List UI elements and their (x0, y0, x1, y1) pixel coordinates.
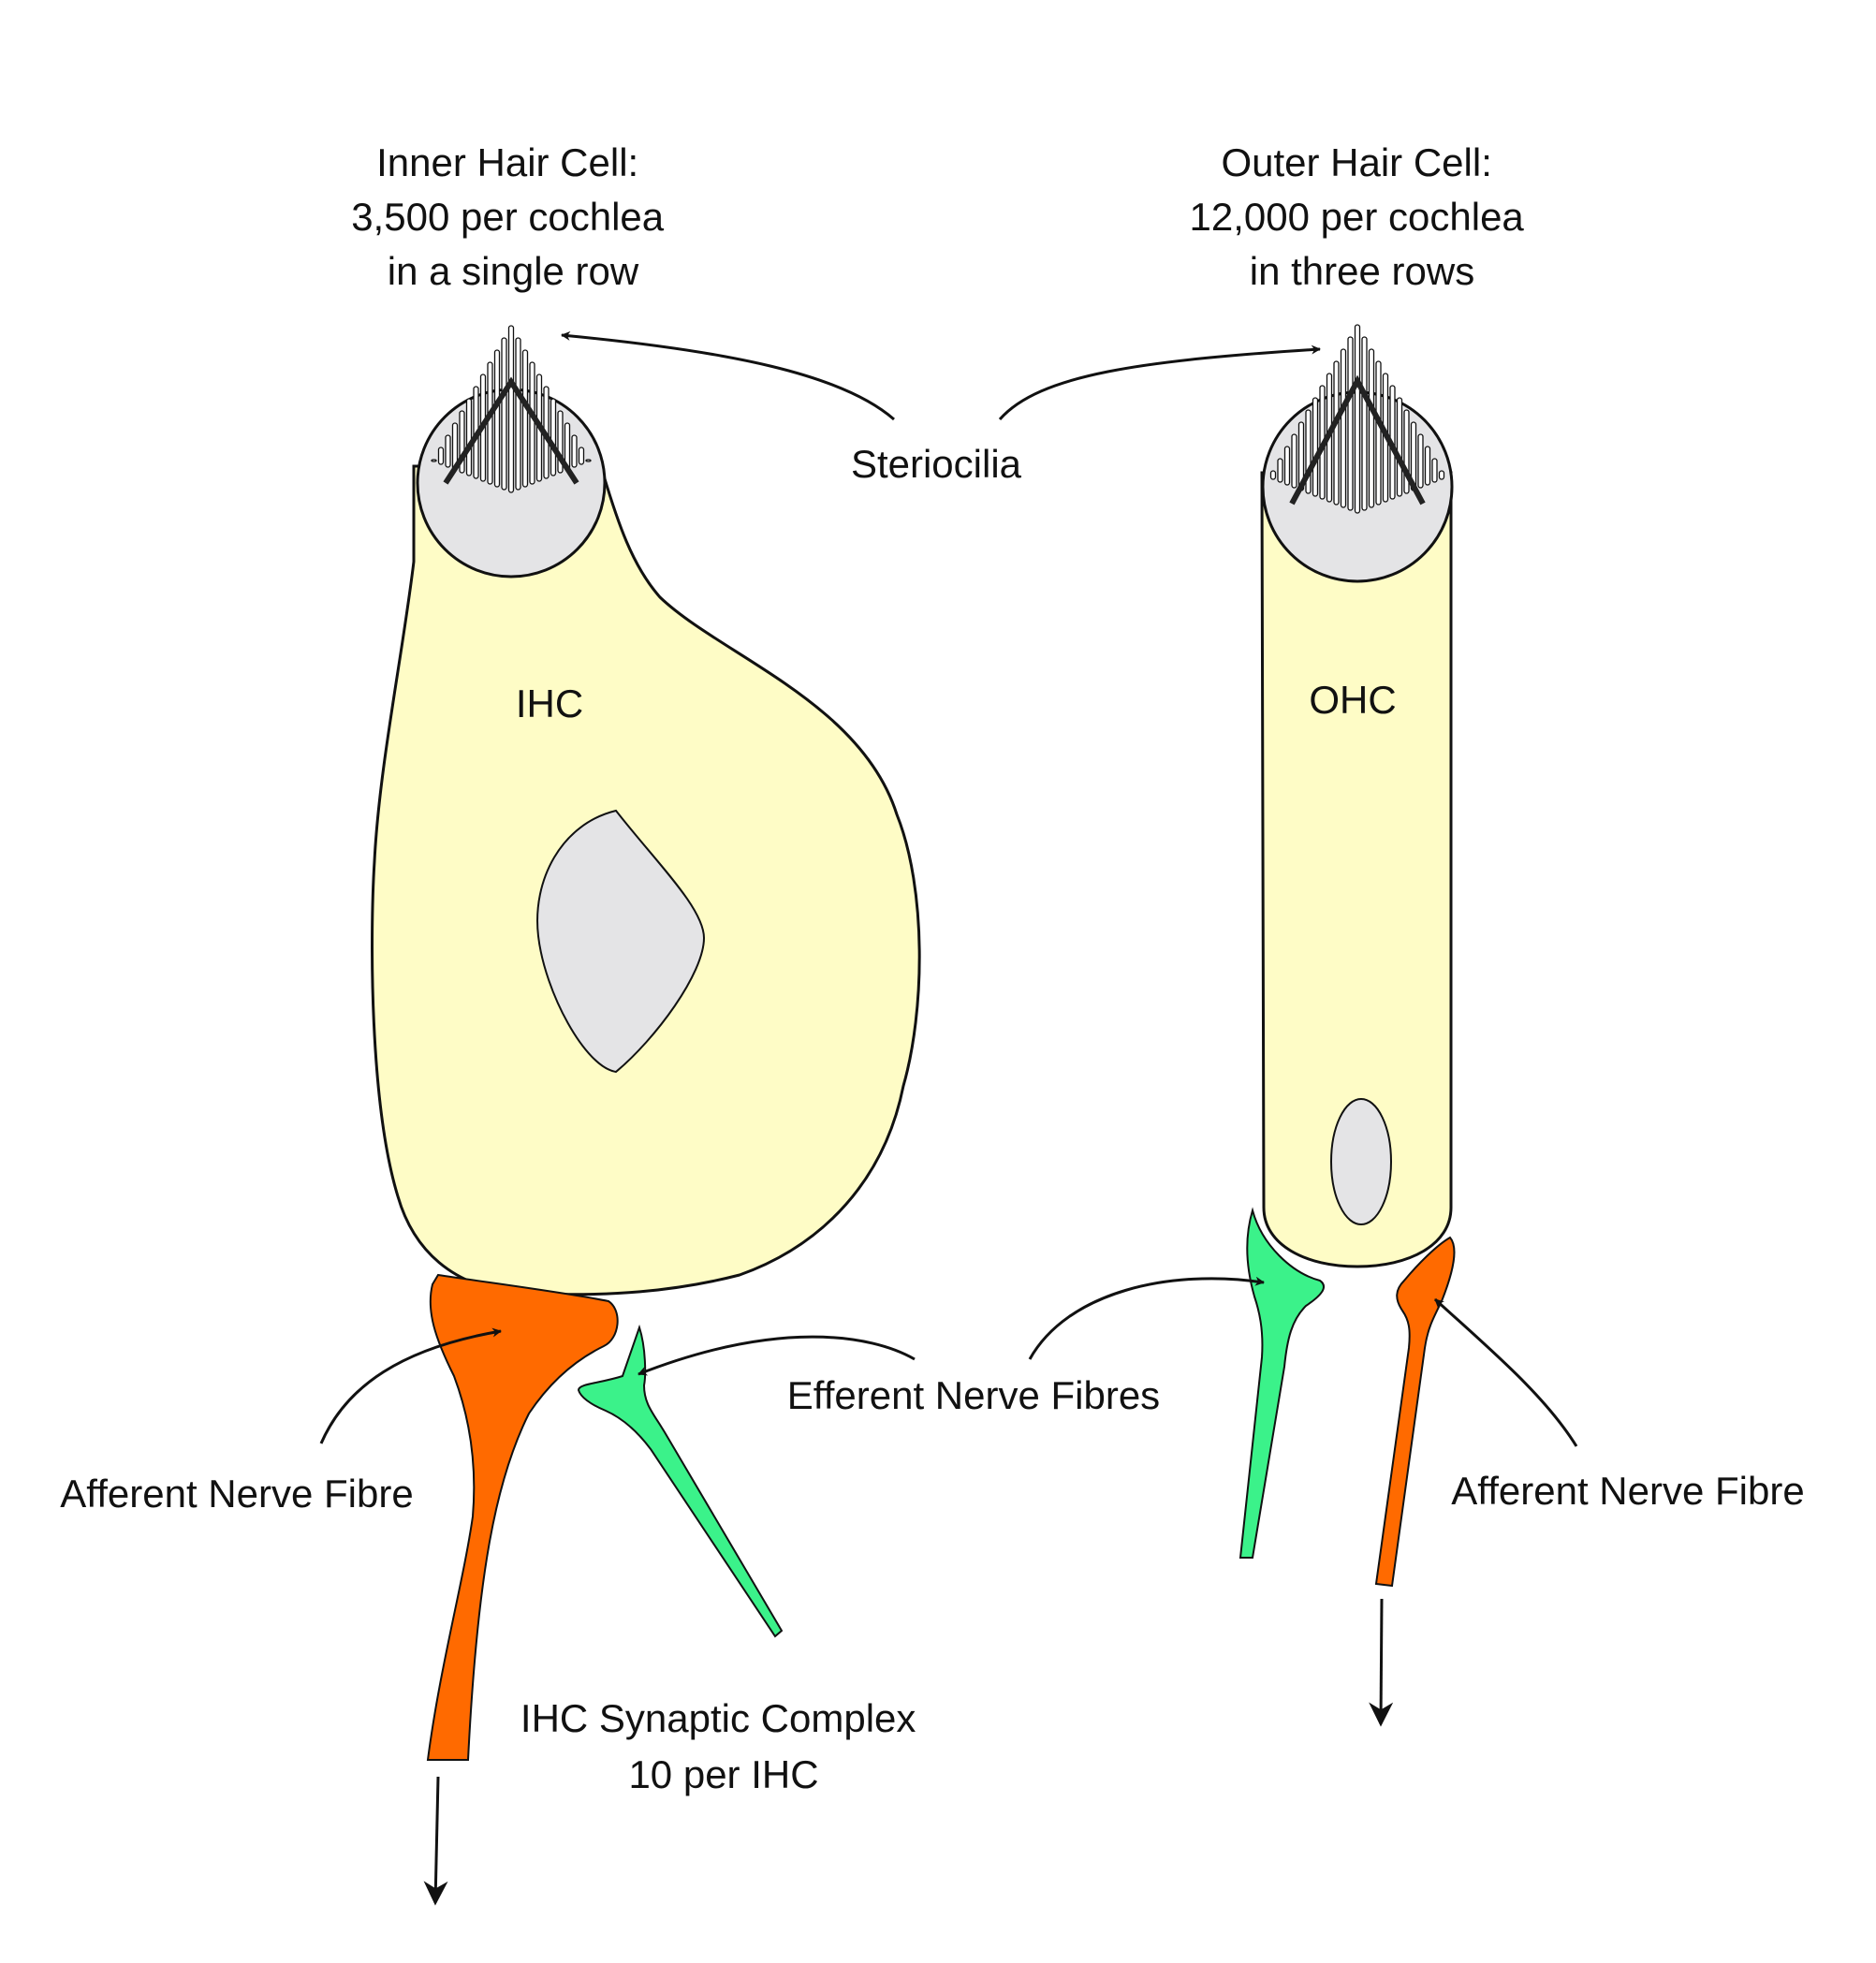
synaptic-label-line-2: 10 per IHC (628, 1752, 818, 1796)
stereocilia-v-line (443, 376, 579, 485)
stereocilium (1291, 433, 1297, 489)
ihc-title-line-2: 3,500 per cochlea (351, 195, 665, 239)
inner-hair-cell (371, 325, 921, 1296)
efferent-label: Efferent Nerve Fibres (787, 1373, 1160, 1417)
stereocilium (1368, 348, 1375, 508)
afferent-arrow-to-ihc (319, 1327, 502, 1444)
steriocilia-arrow-to-ihc (561, 330, 895, 421)
stereocilium (1277, 458, 1283, 483)
ihc-title: Inner Hair Cell: 3,500 per cochlea in a … (351, 140, 675, 293)
stereocilium (1312, 397, 1319, 497)
stereocilium (507, 325, 515, 493)
ohc-title-line-3: in three rows (1250, 249, 1474, 293)
efferent-arrow-to-ihc (638, 1335, 916, 1376)
ohc-title: Outer Hair Cell: 12,000 per cochlea in t… (1190, 140, 1535, 293)
stereocilium (437, 447, 445, 465)
ohc-title-line-2: 12,000 per cochlea (1190, 195, 1525, 239)
stereocilium (493, 349, 501, 488)
stereocilium (431, 459, 437, 462)
stereocilium (487, 361, 493, 485)
stereocilium (501, 337, 507, 491)
afferent-arrow-to-ohc (1433, 1297, 1578, 1447)
stereocilium (1333, 360, 1340, 505)
stereocilium (1347, 336, 1354, 511)
stereocilium (445, 434, 451, 468)
stereocilium (1396, 397, 1403, 497)
ohc-efferent-fibre (1238, 1207, 1325, 1559)
stereocilium (521, 349, 529, 488)
stereocilium (1361, 336, 1368, 511)
ihc-nucleus (536, 809, 706, 1074)
stereocilium (585, 459, 592, 462)
ihc-stereocilia-bundle (431, 325, 592, 493)
stereocilium (1417, 433, 1424, 489)
stereocilium (550, 398, 557, 476)
efferent-arrow-to-ohc (1028, 1276, 1265, 1360)
outer-hair-cell (1260, 324, 1454, 1268)
stereocilium (1424, 446, 1431, 486)
ohc-stereocilia-bundle (1269, 324, 1445, 514)
ihc-efferent-fibre (577, 1324, 784, 1638)
ihc-title-line-3: in a single row (388, 249, 639, 293)
ihc-afferent-fibre (426, 1273, 619, 1761)
stereocilium (578, 447, 585, 465)
ihc-output-arrow (423, 1776, 448, 1906)
stereocilium (571, 434, 578, 468)
stereocilium (1438, 470, 1445, 480)
stereocilium (1283, 446, 1291, 486)
ohc-nucleus (1330, 1098, 1392, 1225)
stereocilium (465, 398, 473, 476)
ohc-cell-body (1260, 471, 1453, 1268)
stereocilium (515, 337, 521, 491)
ohc-output-arrow (1369, 1598, 1394, 1727)
ohc-afferent-fibre (1374, 1236, 1456, 1588)
afferent-right-label: Afferent Nerve Fibre (1451, 1469, 1804, 1513)
ihc-title-line-1: Inner Hair Cell: (376, 140, 638, 184)
synaptic-label-line-1: IHC Synaptic Complex (520, 1696, 916, 1740)
stereocilium (1354, 324, 1361, 514)
stereocilia-v-line (1289, 374, 1426, 505)
steriocilia-arrow-to-ohc (998, 344, 1321, 420)
ohc-title-line-1: Outer Hair Cell: (1221, 140, 1491, 184)
ohc-label: OHC (1309, 678, 1396, 722)
stereocilium (1340, 348, 1347, 508)
synaptic-label: IHC Synaptic Complex 10 per IHC (520, 1696, 927, 1796)
stereocilium (1375, 360, 1382, 505)
ihc-label: IHC (516, 681, 583, 725)
pointer-arrows (319, 330, 1578, 1906)
stereocilium (529, 361, 535, 485)
afferent-left-label: Afferent Nerve Fibre (60, 1472, 413, 1516)
steriocilia-label: Steriocilia (851, 442, 1022, 486)
stereocilium (1269, 470, 1277, 480)
stereocilium (1431, 458, 1438, 483)
